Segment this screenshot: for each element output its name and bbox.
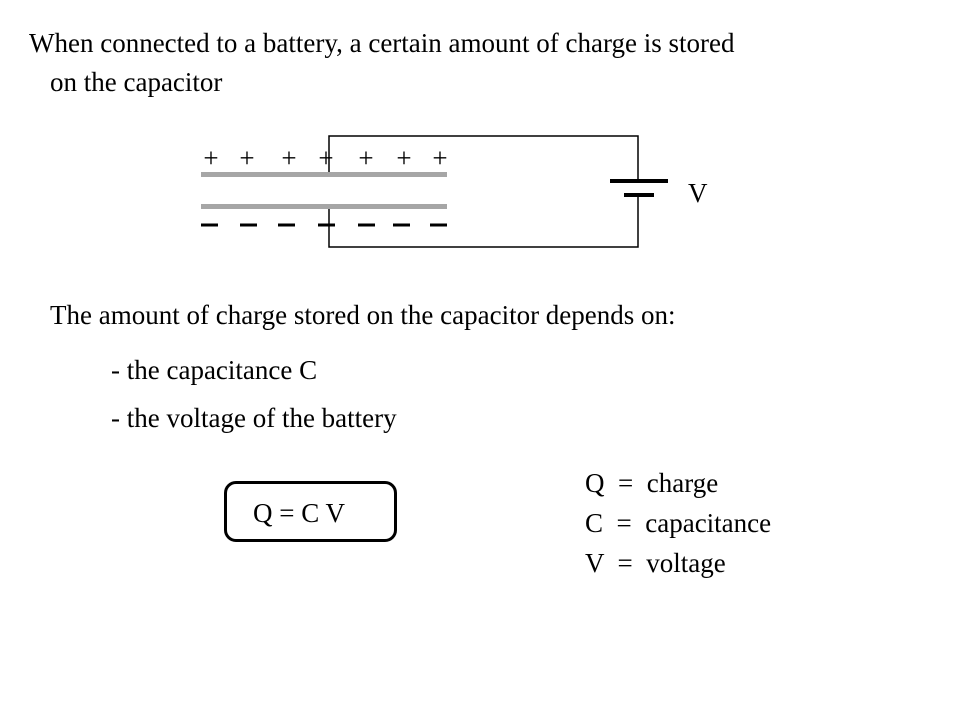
plus-sign: +: [318, 143, 333, 173]
definition-charge: Q = charge: [585, 468, 719, 498]
definition-capacitance: C = capacitance: [585, 508, 772, 538]
intro-line-2: on the capacitor: [50, 67, 223, 97]
formula-box: Q = C V: [224, 481, 397, 542]
capacitor-bottom-plate: [201, 204, 447, 209]
plus-sign: +: [432, 143, 447, 173]
plus-sign: +: [203, 143, 218, 173]
plus-sign: +: [239, 143, 254, 173]
bullet-voltage: - the voltage of the battery: [111, 403, 397, 433]
plus-sign: +: [396, 143, 411, 173]
positive-charges: + + + + + + +: [203, 143, 447, 173]
intro-line-1: When connected to a battery, a certain a…: [29, 28, 735, 58]
definition-voltage: V = voltage: [585, 548, 726, 578]
capacitor-top-plate: [201, 172, 447, 177]
bullet-capacitance: - the capacitance C: [111, 355, 318, 385]
circuit-wire-top: [328, 135, 639, 180]
depends-heading: The amount of charge stored on the capac…: [50, 300, 676, 330]
circuit-wire-bottom: [328, 196, 639, 248]
plus-sign: +: [358, 143, 373, 173]
formula-text: Q = C V: [253, 498, 345, 528]
battery-voltage-label: V: [688, 178, 708, 208]
plus-sign: +: [281, 143, 296, 173]
capacitor-circuit-diagram: V + + + + + + +: [201, 135, 708, 248]
